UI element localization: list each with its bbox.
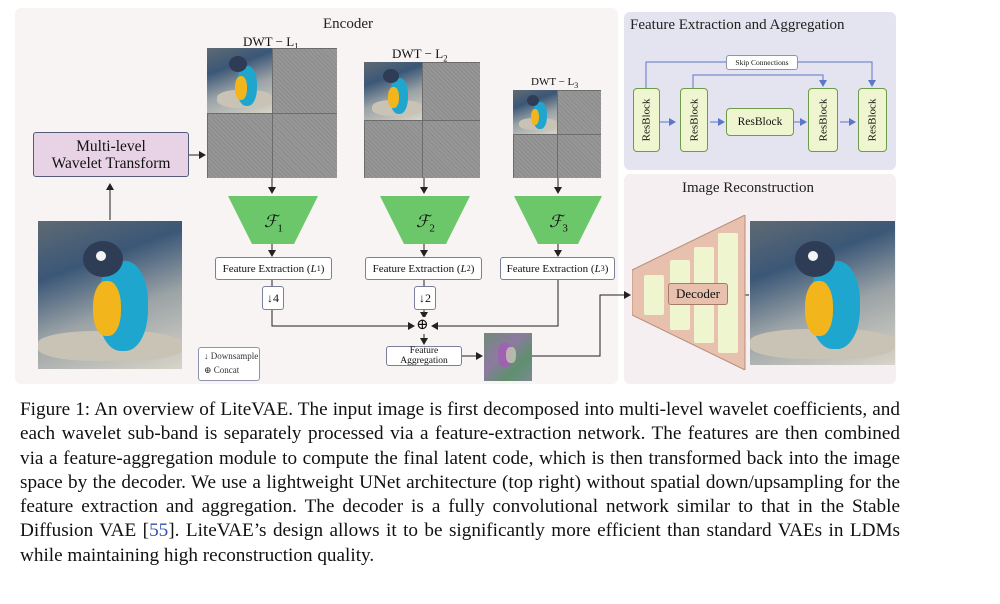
recon-title: Image Reconstruction <box>682 180 815 196</box>
multi-level-wavelet-transform-box: Multi-level Wavelet Transform <box>33 132 189 177</box>
wavelet-l3-approx-image <box>513 90 557 134</box>
resblock-4: ResBlock <box>808 88 838 152</box>
encoder-title: Encoder <box>323 16 373 32</box>
input-parrot-image <box>38 221 182 369</box>
decoder-label: Decoder <box>668 283 728 305</box>
wavelet-coefficients-l2 <box>364 62 480 178</box>
latent-code-image <box>484 333 532 381</box>
downsample-4-box: ↓4 <box>262 286 284 310</box>
wavelet-l1-approx-image <box>207 48 272 113</box>
downsample-2-box: ↓2 <box>414 286 436 310</box>
resblock-3: ResBlock <box>726 108 794 136</box>
reconstructed-parrot-image <box>750 221 895 365</box>
resblock-2: ResBlock <box>680 88 708 152</box>
connector-arrows <box>106 61 876 360</box>
feature-net-f3-label: ℱ3 <box>549 212 568 235</box>
citation-link[interactable]: 55 <box>149 520 169 542</box>
fea-title: Feature Extraction and Aggregation <box>630 17 845 33</box>
concat-symbol: ⊕ <box>416 317 429 334</box>
feature-net-f1-label: ℱ1 <box>264 212 283 235</box>
wavelet-coefficients-l1 <box>207 48 337 178</box>
wavelet-l2-approx-image <box>364 62 422 120</box>
dwt-label-1: DWT − L1 <box>243 34 299 52</box>
feature-extraction-aggregation-panel <box>624 12 896 170</box>
dwt-label-3: DWT − L3 <box>531 76 579 91</box>
legend-concat: ⊕ Concat <box>204 365 240 375</box>
multi-level-label-line1: Multi-level <box>76 137 146 155</box>
feature-net-f1-shape <box>228 196 318 244</box>
multi-level-label-line2: Wavelet Transform <box>51 154 171 172</box>
figure-caption: Figure 1: An overview of LiteVAE. The in… <box>20 399 900 566</box>
wavelet-coefficients-l3 <box>513 90 601 178</box>
feature-aggregation-box: Feature Aggregation <box>386 346 462 366</box>
feature-net-f2-label: ℱ2 <box>416 212 435 235</box>
resblock-1: ResBlock <box>633 88 660 152</box>
resblock-5: ResBlock <box>858 88 887 152</box>
dwt-label-2: DWT − L2 <box>392 46 448 64</box>
feature-net-f3-shape <box>514 196 602 244</box>
legend-box: ↓ Downsample ⊕ Concat <box>198 347 260 381</box>
skip-connections-box: Skip Connections <box>726 55 798 70</box>
feature-net-f2-shape <box>380 196 470 244</box>
legend-downsample: ↓ Downsample <box>204 351 259 361</box>
